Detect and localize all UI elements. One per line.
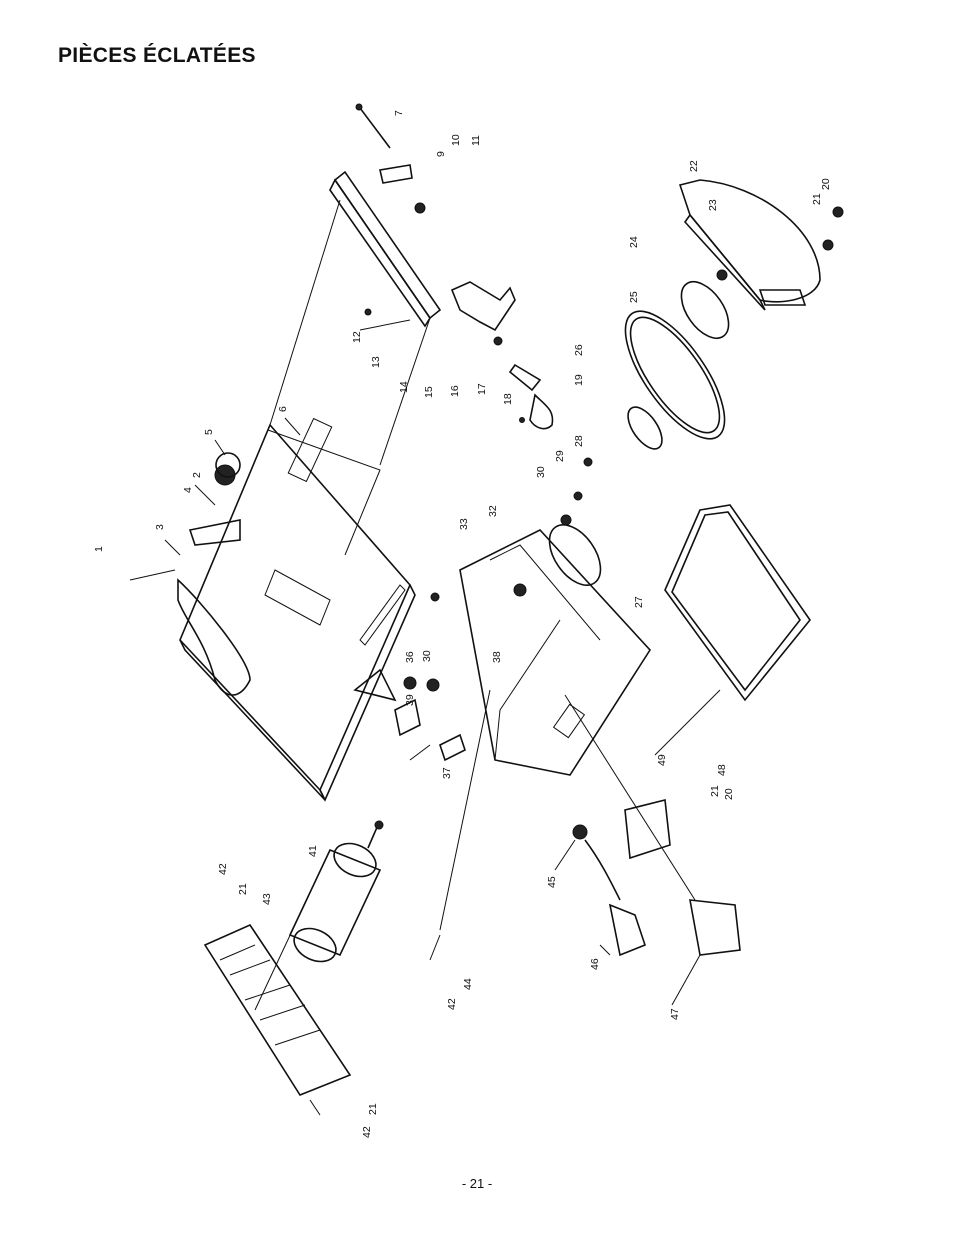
part-label: 22	[688, 160, 700, 172]
part-label: 42	[446, 998, 458, 1010]
part-labels: 1 2 3 4 5 6 7 9 10 11 12 13 14 15 16 17 …	[93, 110, 832, 1138]
part-label: 17	[476, 383, 488, 395]
page-title: PIÈCES ÉCLATÉES	[58, 44, 256, 67]
motor	[288, 820, 384, 963]
part-label: 30	[535, 466, 547, 478]
base-cabinet	[430, 529, 652, 776]
part-label: 13	[370, 356, 382, 368]
leader-lines	[129, 417, 721, 1116]
part-label: 20	[723, 788, 735, 800]
part-label: 39	[404, 694, 416, 706]
part-label: 3	[154, 524, 166, 530]
part-label: 41	[307, 845, 319, 857]
part-label: 32	[487, 505, 499, 517]
sanding-discs	[548, 269, 730, 586]
part-label: 49	[656, 754, 668, 766]
part-label: 19	[573, 374, 585, 386]
tilt-assembly	[353, 668, 466, 762]
part-label: 21	[367, 1103, 379, 1115]
part-label: 33	[458, 518, 470, 530]
part-label: 16	[449, 385, 461, 397]
part-label: 21	[811, 193, 823, 205]
part-label: 2	[191, 472, 203, 478]
part-label: 30	[421, 650, 433, 662]
work-table-assembly	[179, 417, 416, 802]
part-label: 36	[404, 651, 416, 663]
part-label: 9	[435, 151, 447, 157]
part-label: 18	[502, 393, 514, 405]
disc-guard	[678, 179, 844, 311]
dust-tray	[664, 504, 812, 702]
part-label: 46	[589, 958, 601, 970]
part-label: 6	[277, 406, 289, 412]
part-label: 38	[491, 651, 503, 663]
part-label: 29	[554, 450, 566, 462]
part-label: 21	[237, 883, 249, 895]
part-label: 1	[93, 546, 105, 552]
part-label: 12	[351, 331, 363, 343]
fence-rail	[269, 170, 442, 466]
part-label: 14	[398, 381, 410, 393]
part-label: 24	[628, 236, 640, 248]
part-label: 42	[361, 1126, 373, 1138]
page-number: - 21 -	[461, 1176, 493, 1191]
base-plate	[203, 923, 352, 1096]
part-label: 26	[573, 344, 585, 356]
switch-assembly	[572, 799, 741, 957]
part-label: 28	[573, 435, 585, 447]
part-label: 23	[707, 199, 719, 211]
fence-bracket	[450, 281, 554, 430]
part-label: 20	[820, 178, 832, 190]
part-label: 27	[633, 596, 645, 608]
part-label: 21	[709, 785, 721, 797]
part-label: 15	[423, 386, 435, 398]
part-label: 11	[470, 135, 482, 146]
part-label: 45	[546, 876, 558, 888]
part-label: 43	[261, 893, 273, 905]
part-label: 10	[450, 134, 462, 146]
part-label: 47	[669, 1008, 681, 1020]
adjusting-pin	[355, 103, 426, 316]
part-label: 48	[716, 764, 728, 776]
part-label: 4	[182, 487, 194, 493]
miter-guide	[177, 452, 251, 696]
part-label: 7	[393, 110, 405, 116]
part-label: 37	[441, 767, 453, 779]
part-label: 42	[217, 863, 229, 875]
part-label: 5	[203, 429, 215, 435]
part-label: 25	[628, 291, 640, 303]
part-label: 44	[462, 978, 474, 990]
